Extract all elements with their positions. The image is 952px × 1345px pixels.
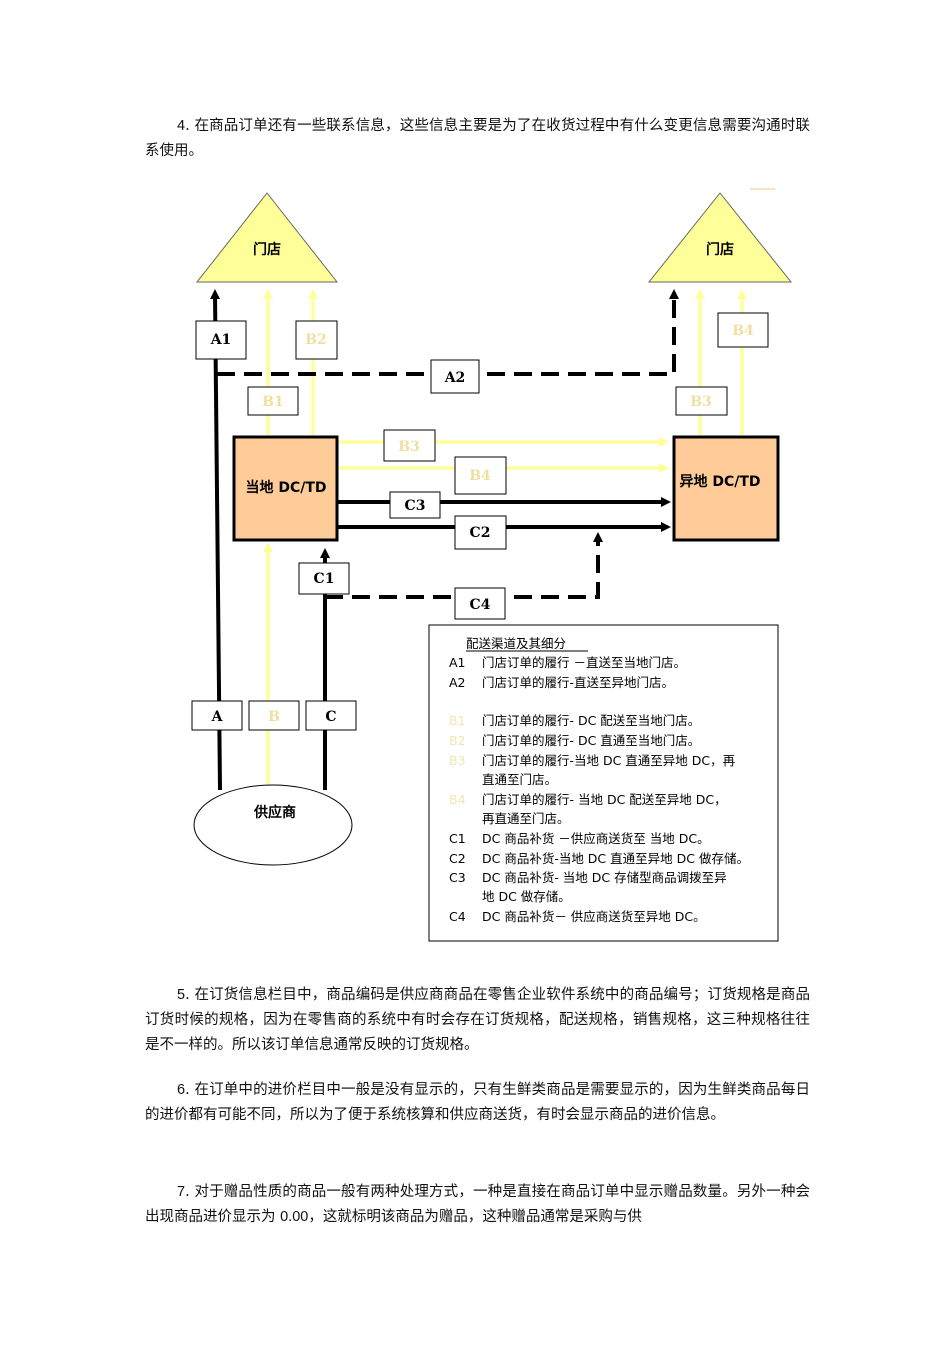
label-A1: A1 bbox=[195, 320, 247, 360]
label-B4: B4 bbox=[717, 312, 769, 348]
svg-text:B4: B4 bbox=[469, 468, 491, 484]
svg-text:B3: B3 bbox=[690, 394, 712, 410]
legend-text-B1: 门店订单的履行- DC 配送至当地门店。 bbox=[482, 713, 700, 728]
legend-title: 配送渠道及其细分 bbox=[466, 636, 566, 651]
label-C: C bbox=[305, 700, 357, 731]
legend-text-B4: 门店订单的履行- 当地 DC 配送至异地 DC， bbox=[482, 792, 727, 807]
svg-text:B: B bbox=[268, 709, 280, 725]
supplier-label: 供应商 bbox=[253, 804, 296, 821]
store-left-triangle bbox=[195, 192, 339, 283]
store-right-label: 门店 bbox=[706, 241, 734, 258]
label-C3: C3 bbox=[389, 491, 441, 519]
dashed-channels bbox=[217, 289, 679, 599]
svg-text:B4: B4 bbox=[732, 323, 754, 339]
svg-text:B1: B1 bbox=[262, 394, 284, 410]
svg-text:C1: C1 bbox=[314, 571, 335, 587]
label-B1: B1 bbox=[247, 386, 299, 416]
legend-text-A2: 门店订单的履行-直送至异地门店。 bbox=[482, 675, 674, 690]
svg-text:A1: A1 bbox=[210, 332, 232, 348]
svg-text:A: A bbox=[211, 709, 224, 725]
dc-local-label: 当地 DC/TD bbox=[245, 479, 326, 496]
legend-text-B2: 门店订单的履行- DC 直通至当地门店。 bbox=[482, 733, 700, 748]
dc-remote-label: 异地 DC/TD bbox=[679, 473, 760, 490]
paragraph-6-text: . 在订单中的进价栏目中一般是没有显示的，只有生鲜类商品是需要显示的，因为生鲜类… bbox=[145, 1082, 810, 1123]
label-C2: C2 bbox=[454, 515, 507, 550]
legend: 配送渠道及其细分 A1 门店订单的履行 －直送至当地门店。 A2 门店订单的履行… bbox=[428, 624, 779, 942]
legend-text-C3-cont: 地 DC 做存储。 bbox=[482, 889, 571, 904]
svg-text:C2: C2 bbox=[470, 525, 491, 541]
paragraph-7-text-b: ，这就标明该商品为赠品，这种赠品通常是采购与供 bbox=[308, 1209, 642, 1225]
legend-code-B1: B1 bbox=[449, 713, 466, 728]
legend-code-B2: B2 bbox=[449, 733, 466, 748]
legend-text-C1: DC 商品补货 －供应商送货至 当地 DC。 bbox=[482, 831, 710, 846]
label-B4-middle: B4 bbox=[454, 456, 507, 495]
distribution-channel-diagram: 门店 门店 当地 DC/TD 异地 DC/TD 供应商 A1 B2 bbox=[191, 188, 793, 942]
svg-text:C3: C3 bbox=[405, 498, 426, 514]
store-right-triangle bbox=[647, 192, 793, 283]
legend-code-B3: B3 bbox=[449, 753, 466, 768]
svg-text:C4: C4 bbox=[470, 597, 491, 613]
legend-text-B3-cont: 直通至门店。 bbox=[482, 772, 557, 787]
dc-local-box bbox=[232, 435, 339, 542]
svg-text:B3: B3 bbox=[398, 439, 420, 455]
legend-code-C2: C2 bbox=[449, 851, 466, 866]
paragraph-6-number: 6 bbox=[177, 1082, 186, 1098]
paragraph-7-value: 0.00 bbox=[280, 1209, 309, 1225]
paragraph-6: 6. 在订单中的进价栏目中一般是没有显示的，只有生鲜类商品是需要显示的，因为生鲜… bbox=[145, 1078, 810, 1128]
legend-text-C3: DC 商品补货- 当地 DC 存储型商品调拨至异 bbox=[482, 870, 727, 885]
dc-remote-box bbox=[672, 435, 780, 542]
legend-code-B4: B4 bbox=[449, 792, 466, 807]
label-B3: B3 bbox=[675, 386, 728, 416]
paragraph-4: 4. 在商品订单还有一些联系信息，这些信息主要是为了在收货过程中有什么变更信息需… bbox=[145, 114, 810, 164]
svg-text:B2: B2 bbox=[305, 332, 327, 348]
legend-code-A1: A1 bbox=[449, 655, 466, 670]
label-C1: C1 bbox=[298, 562, 350, 595]
paragraph-7-number: 7 bbox=[177, 1184, 186, 1200]
svg-text:C: C bbox=[325, 709, 336, 725]
label-A: A bbox=[191, 700, 243, 731]
paragraph-5: 5. 在订货信息栏目中，商品编码是供应商商品在零售企业软件系统中的商品编号；订货… bbox=[145, 983, 810, 1058]
label-A2: A2 bbox=[430, 359, 480, 394]
legend-text-C4: DC 商品补货－ 供应商送货至异地 DC。 bbox=[482, 909, 706, 924]
label-C4: C4 bbox=[454, 587, 506, 620]
legend-text-A1: 门店订单的履行 －直送至当地门店。 bbox=[482, 655, 686, 670]
legend-code-C4: C4 bbox=[449, 909, 466, 924]
legend-text-B3: 门店订单的履行-当地 DC 直通至异地 DC，再 bbox=[482, 753, 736, 768]
legend-code-C3: C3 bbox=[449, 870, 466, 885]
supplier-ellipse bbox=[193, 784, 353, 866]
paragraph-7: 7. 对于赠品性质的商品一般有两种处理方式，一种是直接在商品订单中显示赠品数量。… bbox=[145, 1180, 810, 1230]
paragraph-7-text-a: . 对于赠品性质的商品一般有两种处理方式，一种是直接在商品订单中显示赠品数量。另… bbox=[145, 1184, 810, 1225]
paragraph-4-text: . 在商品订单还有一些联系信息，这些信息主要是为了在收货过程中有什么变更信息需要… bbox=[145, 118, 810, 159]
label-B2: B2 bbox=[295, 320, 338, 360]
paragraph-5-number: 5 bbox=[177, 987, 186, 1003]
legend-code-C1: C1 bbox=[449, 831, 466, 846]
legend-box bbox=[428, 624, 779, 942]
store-left-label: 门店 bbox=[253, 241, 281, 258]
svg-text:A2: A2 bbox=[444, 370, 466, 386]
paragraph-4-number: 4 bbox=[177, 118, 186, 134]
label-B: B bbox=[248, 700, 300, 731]
legend-text-B4-cont: 再直通至门店。 bbox=[482, 811, 570, 826]
legend-code-A2: A2 bbox=[449, 675, 466, 690]
label-B3-middle: B3 bbox=[383, 429, 436, 462]
legend-text-C2: DC 商品补货-当地 DC 直通至异地 DC 做存储。 bbox=[482, 851, 749, 866]
paragraph-5-text: . 在订货信息栏目中，商品编码是供应商商品在零售企业软件系统中的商品编号；订货规… bbox=[145, 987, 810, 1053]
